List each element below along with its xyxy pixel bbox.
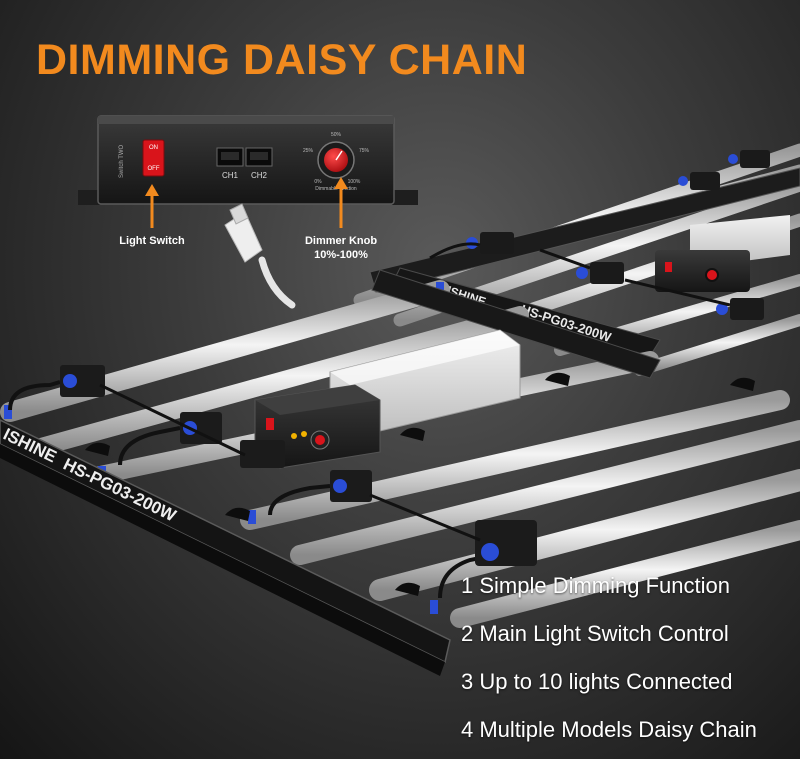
callout-arrows <box>145 177 348 228</box>
page-title: DIMMING DAISY CHAIN <box>36 36 528 84</box>
feature-item: 3 Up to 10 lights Connected <box>461 669 733 694</box>
feature-item: 1 Simple Dimming Function <box>461 573 730 598</box>
switch-on-label: ON <box>149 145 158 151</box>
knob-max-label: 100% <box>348 179 361 185</box>
rj45-ports: CH1 CH2 <box>216 147 273 180</box>
controller-closeup: Switch TWO ON OFF CH1 CH2 50% 25% <box>78 115 418 261</box>
power-switch: Switch TWO ON OFF <box>119 139 165 178</box>
dimmer-range-callout: 10%-100% <box>314 249 368 261</box>
back-connectors <box>466 150 770 320</box>
feature-item: 4 Multiple Models Daisy Chain <box>461 717 757 742</box>
knob-25-label: 25% <box>303 148 314 154</box>
feature-item: 2 Main Light Switch Control <box>461 621 729 646</box>
port-ch2-label: CH2 <box>251 171 268 180</box>
front-connectors <box>8 365 537 599</box>
ethernet-cable-icon <box>224 203 296 309</box>
light-switch-callout: Light Switch <box>119 235 185 247</box>
back-control-box <box>655 250 750 292</box>
port-ch1-label: CH1 <box>222 171 239 180</box>
knob-50-label: 50% <box>331 132 342 138</box>
knob-min-label: 0% <box>314 179 322 185</box>
front-cross-rail <box>371 269 661 379</box>
switch-caption: Switch TWO <box>119 144 125 178</box>
hanger-clips <box>85 372 755 596</box>
dimmer-knob-callout: Dimmer Knob <box>305 235 377 247</box>
switch-off-label: OFF <box>148 166 160 172</box>
knob-75-label: 75% <box>359 148 370 154</box>
feature-list: 1 Simple Dimming Function 2 Main Light S… <box>461 562 757 754</box>
front-control-box <box>254 384 381 469</box>
